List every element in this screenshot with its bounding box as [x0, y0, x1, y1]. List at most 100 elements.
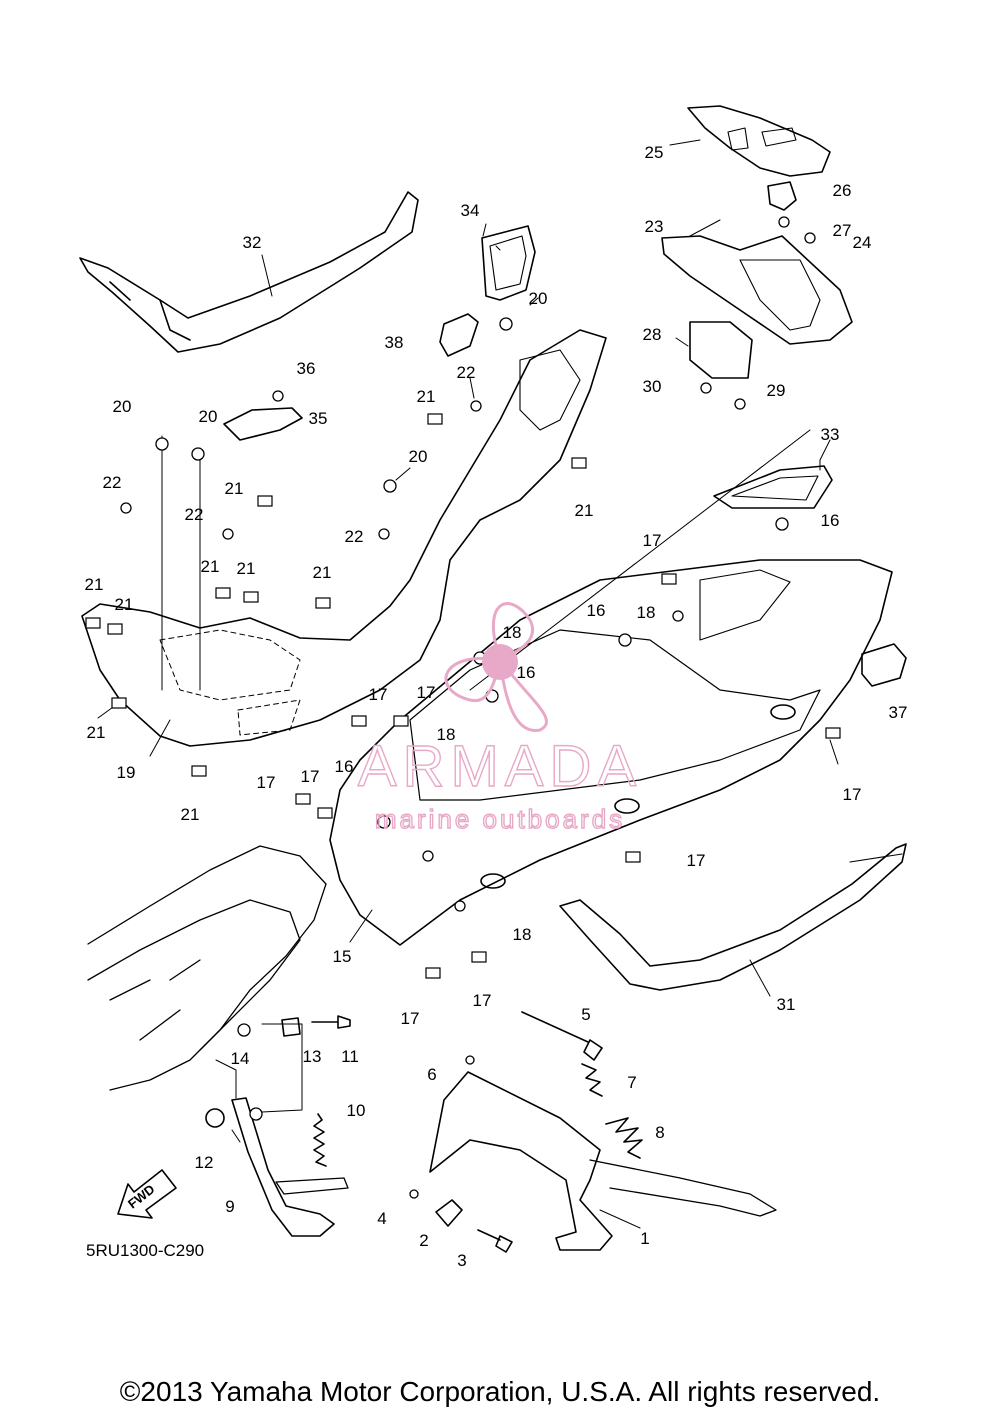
callout-21: 21 [181, 805, 200, 824]
watermark-brand: ARMADA [358, 734, 642, 799]
part-1-main-stand [429, 1071, 613, 1251]
callout-2: 2 [419, 1231, 428, 1250]
callout-20: 20 [113, 397, 132, 416]
callout-16: 16 [517, 663, 536, 682]
callout-34: 34 [461, 201, 480, 220]
callout-16: 16 [335, 757, 354, 776]
callout-22: 22 [185, 505, 204, 524]
part-35-bracket [223, 407, 303, 441]
part-5-shaft [521, 1011, 603, 1061]
part-2-collar [435, 1199, 463, 1227]
callout-16: 16 [587, 601, 606, 620]
watermark-tagline: marine outboards [375, 804, 625, 834]
callout-21: 21 [225, 479, 244, 498]
callout-14: 14 [231, 1049, 250, 1068]
callout-9: 9 [225, 1197, 234, 1216]
callout-21: 21 [313, 563, 332, 582]
callout-17: 17 [643, 531, 662, 550]
part-13-collar [281, 1017, 301, 1037]
part-15-floor-panel [329, 559, 893, 946]
callout-36: 36 [297, 359, 316, 378]
callout-21: 21 [237, 559, 256, 578]
callout-38: 38 [385, 333, 404, 352]
part-12-nut [205, 1108, 225, 1128]
callout-21: 21 [87, 723, 106, 742]
part-11-bolt [311, 1015, 351, 1029]
part-26-clip [767, 181, 797, 211]
callout-21: 21 [417, 387, 436, 406]
part-3-bolt [477, 1229, 513, 1253]
callout-18: 18 [503, 623, 522, 642]
callout-17: 17 [843, 785, 862, 804]
part-31-lower-side-cover [559, 843, 907, 991]
callout-18: 18 [437, 725, 456, 744]
callout-19: 19 [117, 763, 136, 782]
frame-section [87, 845, 327, 1091]
callout-35: 35 [309, 409, 328, 428]
callout-27: 27 [833, 221, 852, 240]
part-9-side-stand [231, 1097, 335, 1237]
callout-26: 26 [833, 181, 852, 200]
callout-16: 16 [821, 511, 840, 530]
callout-18: 18 [513, 925, 532, 944]
part-32-side-cover [79, 191, 419, 353]
callout-33: 33 [821, 425, 840, 444]
leader-lines [97, 139, 839, 1229]
clips [85, 413, 841, 979]
part-33-grille [713, 465, 833, 509]
callout-21: 21 [201, 557, 220, 576]
callout-25: 25 [645, 143, 664, 162]
callout-21: 21 [115, 595, 134, 614]
callout-21: 21 [85, 575, 104, 594]
callout-30: 30 [643, 377, 662, 396]
callout-31: 31 [777, 995, 796, 1014]
callout-37: 37 [889, 703, 908, 722]
part-7-spring [581, 1063, 603, 1097]
part-37-cap [861, 643, 907, 687]
callout-18: 18 [637, 603, 656, 622]
callout-13: 13 [303, 1047, 322, 1066]
part-23-inner-panel [661, 235, 853, 345]
callout-17: 17 [257, 773, 276, 792]
callout-17: 17 [301, 767, 320, 786]
part-10-spring [313, 1113, 327, 1167]
part-34-cover [481, 225, 536, 301]
part-8-spring [605, 1117, 643, 1159]
callout-17: 17 [417, 683, 436, 702]
callout-8: 8 [655, 1123, 664, 1142]
callout-17: 17 [473, 991, 492, 1010]
callout-6: 6 [427, 1065, 436, 1084]
callout-12: 12 [195, 1153, 214, 1172]
callout-11: 11 [341, 1047, 359, 1066]
drawing-code: 5RU1300-C290 [86, 1241, 204, 1260]
callout-10: 10 [347, 1101, 366, 1120]
callout-20: 20 [199, 407, 218, 426]
callout-4: 4 [377, 1209, 386, 1228]
callout-23: 23 [645, 217, 664, 236]
callout-29: 29 [767, 381, 786, 400]
callout-3: 3 [457, 1251, 466, 1270]
callout-20: 20 [529, 289, 548, 308]
part-19-left-footrest-shell [81, 329, 607, 747]
callout-20: 20 [409, 447, 428, 466]
fwd-arrow-icon [117, 1169, 177, 1219]
callout-17: 17 [369, 685, 388, 704]
callout-17: 17 [401, 1009, 420, 1028]
callout-32: 32 [243, 233, 262, 252]
copyright-notice: ©2013 Yamaha Motor Corporation, U.S.A. A… [119, 1376, 881, 1407]
callout-22: 22 [457, 363, 476, 382]
part-28-latch [689, 321, 753, 379]
callout-15: 15 [333, 947, 352, 966]
callout-28: 28 [643, 325, 662, 344]
callout-24: 24 [853, 233, 872, 252]
part-25-lid [687, 105, 831, 177]
callout-22: 22 [103, 473, 122, 492]
fasteners [120, 216, 816, 1199]
callout-5: 5 [581, 1005, 590, 1024]
callout-1: 1 [640, 1229, 649, 1248]
callout-7: 7 [627, 1073, 636, 1092]
part-38-bracket [439, 313, 479, 357]
callout-22: 22 [345, 527, 364, 546]
